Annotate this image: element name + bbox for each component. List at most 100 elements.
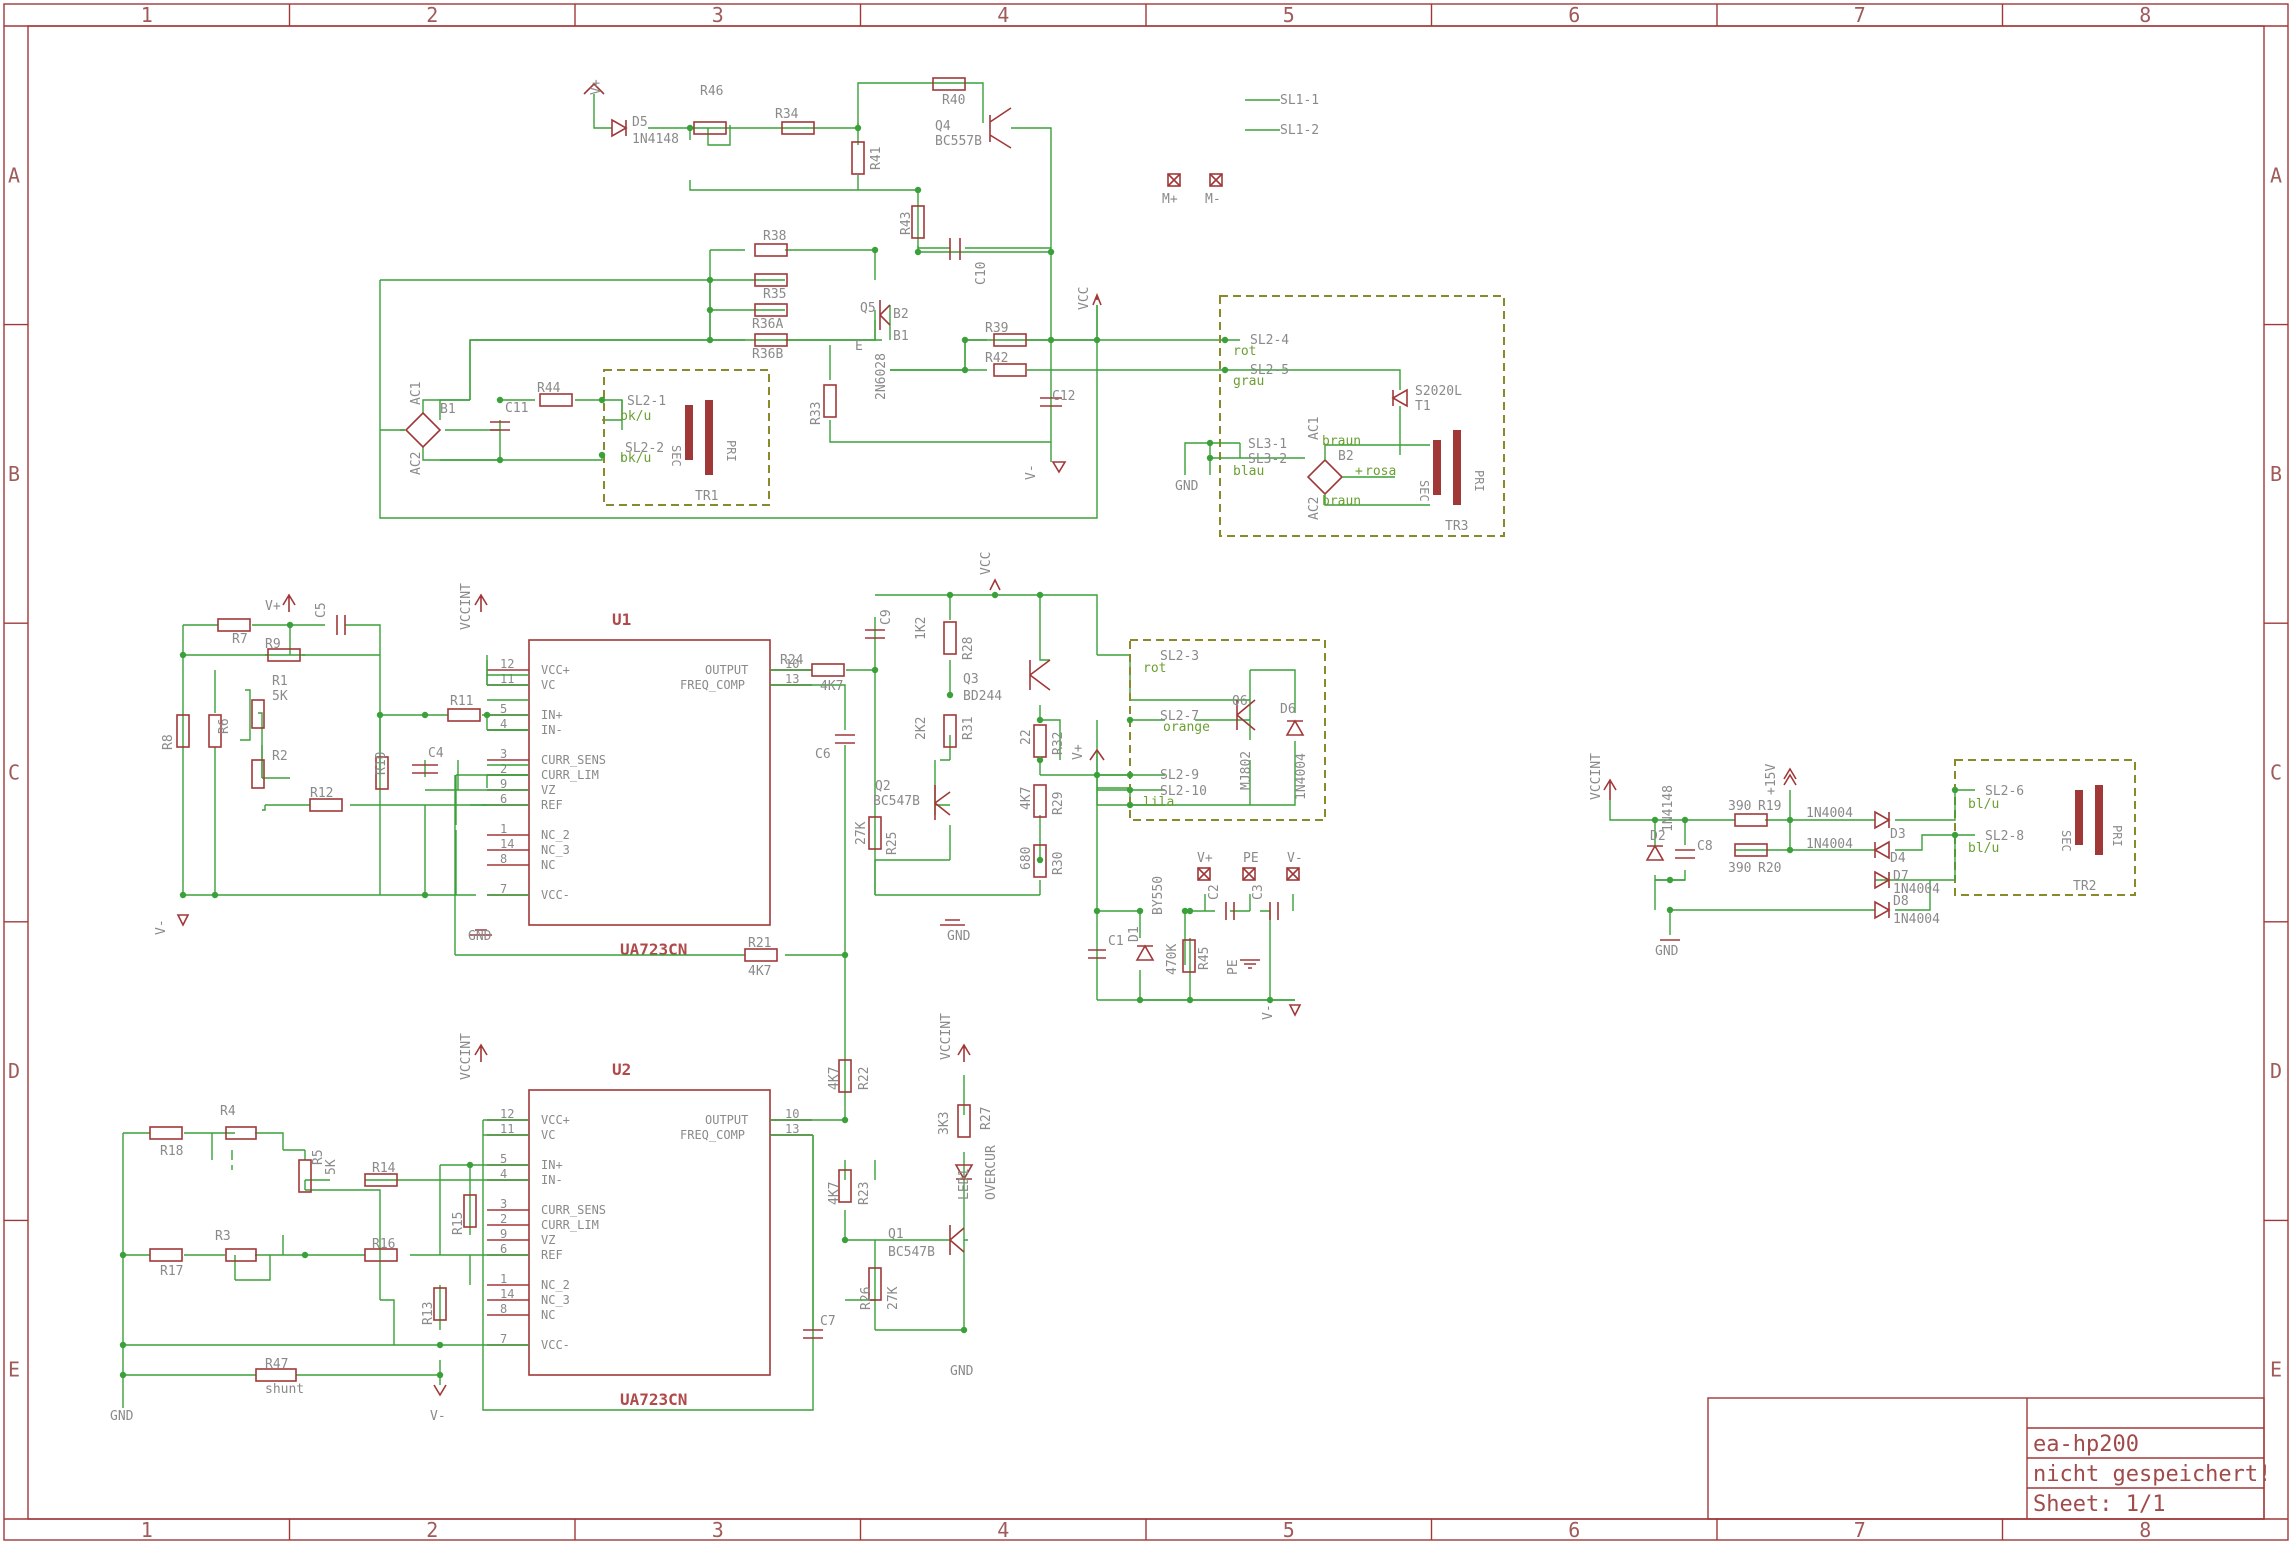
component-label: SEC — [2059, 830, 2073, 852]
column-label: 2 — [426, 3, 438, 27]
ic-pin-number: 9 — [500, 777, 507, 791]
component-label: SL3-2 — [1248, 452, 1287, 467]
component-label: SL2-2 — [625, 441, 664, 456]
component-label: R10 — [374, 752, 389, 775]
ic-u1-part: UA723CN — [620, 940, 687, 959]
ic-pin-name: CURR_LIM — [541, 768, 599, 782]
ic-pin-name: FREQ_COMP — [680, 678, 745, 692]
column-label: 7 — [1854, 1518, 1866, 1542]
column-label: 8 — [2139, 1518, 2151, 1542]
component-label: V- — [1287, 851, 1303, 866]
ic-pin-name: VZ — [541, 783, 555, 797]
component-label: R22 — [857, 1067, 872, 1090]
column-label: 4 — [997, 1518, 1009, 1542]
component-label: 2N6028 — [874, 353, 889, 400]
lower-wiring — [122, 594, 1296, 1411]
component-labels: V+D51N4148R46R34R40Q4BC557BR41R43C10R38R… — [110, 79, 2124, 1424]
ic-u1-body — [528, 639, 771, 926]
net-label: V+ — [589, 79, 604, 95]
component-label: 4K7 — [748, 964, 771, 979]
component-label: R40 — [942, 93, 965, 108]
row-label: E — [8, 1358, 20, 1382]
component-label: E — [855, 339, 863, 354]
component-label: 1K2 — [914, 617, 929, 640]
ic-pin-name: REF — [541, 798, 563, 812]
component-label: 5K — [324, 1159, 339, 1175]
component-label: C11 — [505, 401, 528, 416]
component-label: R35 — [763, 287, 786, 302]
component-label: SL2-3 — [1160, 649, 1199, 664]
component-label: AC2 — [1307, 497, 1322, 520]
ic-pin-number: 5 — [500, 702, 507, 716]
column-label: 6 — [1568, 3, 1580, 27]
component-label: R12 — [310, 786, 333, 801]
ic-pin-name: VC — [541, 1128, 555, 1142]
component-label: 470K — [1165, 944, 1180, 975]
component-label: R34 — [775, 107, 799, 122]
component-label: 2K2 — [914, 717, 929, 740]
component-label: SL2-10 — [1160, 784, 1207, 799]
net-label: VCCINT — [939, 1013, 954, 1060]
column-label: 2 — [426, 1518, 438, 1542]
component-label: GND — [1655, 944, 1679, 959]
component-label: rot — [1143, 661, 1166, 676]
component-label: M+ — [1162, 192, 1178, 207]
component-label: LED1 — [957, 1169, 972, 1200]
column-label: 5 — [1283, 3, 1295, 27]
component-label: R8 — [161, 734, 176, 750]
row-label: B — [2270, 462, 2282, 486]
component-label: R42 — [985, 351, 1008, 366]
component-label: lila — [1143, 795, 1174, 810]
component-label: Q6 — [1232, 694, 1248, 709]
component-label: C4 — [428, 746, 444, 761]
component-label: R43 — [899, 212, 914, 235]
component-label: R23 — [857, 1182, 872, 1205]
row-label: D — [8, 1059, 20, 1083]
component-label: R7 — [232, 632, 248, 647]
component-label: 4K7 — [1019, 787, 1034, 810]
component-label: R5 — [311, 1149, 326, 1165]
component-label: R27 — [979, 1107, 994, 1130]
ic-pin-number: 14 — [500, 837, 514, 851]
row-label: B — [8, 462, 20, 486]
ic-pin-name: NC_2 — [541, 828, 570, 842]
ic-pin-name: VCC- — [541, 888, 570, 902]
component-label: 5K — [272, 689, 288, 704]
component-label: R30 — [1051, 852, 1066, 875]
component-label: R46 — [700, 84, 723, 99]
component-label: R19 — [1758, 799, 1781, 814]
title-name: ea-hp200 — [2033, 1432, 2139, 1457]
title-status: nicht gespeichert! — [2033, 1462, 2271, 1487]
component-label: R4 — [220, 1104, 236, 1119]
component-label: 1N4148 — [1661, 785, 1676, 832]
component-label: rot — [1233, 344, 1256, 359]
net-label: VCCINT — [1589, 753, 1604, 800]
ic-pin-number: 2 — [500, 762, 507, 776]
component-label: + — [1355, 464, 1363, 479]
component-label: R26 — [859, 1287, 874, 1310]
component-label: R13 — [421, 1302, 436, 1325]
component-label: V+ — [1071, 744, 1086, 760]
component-label: 27K — [886, 1286, 901, 1310]
component-label: TR3 — [1445, 519, 1468, 534]
component-label: R1 — [272, 674, 288, 689]
component-label: R44 — [537, 381, 561, 396]
ic-pin-number: 10 — [785, 1107, 799, 1121]
ic-pin-number: 13 — [785, 672, 799, 686]
component-label: 22 — [1019, 729, 1034, 745]
component-label: TR2 — [2073, 879, 2096, 894]
component-label: D2 — [1650, 829, 1666, 844]
component-label: D1 — [1127, 926, 1142, 942]
component-label: R20 — [1758, 861, 1781, 876]
ic-pin-number: 6 — [500, 1242, 507, 1256]
row-label: A — [2270, 163, 2282, 187]
row-label: C — [8, 761, 20, 785]
ic-pin-name: NC_3 — [541, 1293, 570, 1307]
ic-pin-number: 4 — [500, 1167, 507, 1181]
ic-pin-number: 11 — [500, 1122, 514, 1136]
ic-pin-number: 13 — [785, 1122, 799, 1136]
component-label: shunt — [265, 1382, 304, 1397]
component-label: R9 — [265, 637, 281, 652]
